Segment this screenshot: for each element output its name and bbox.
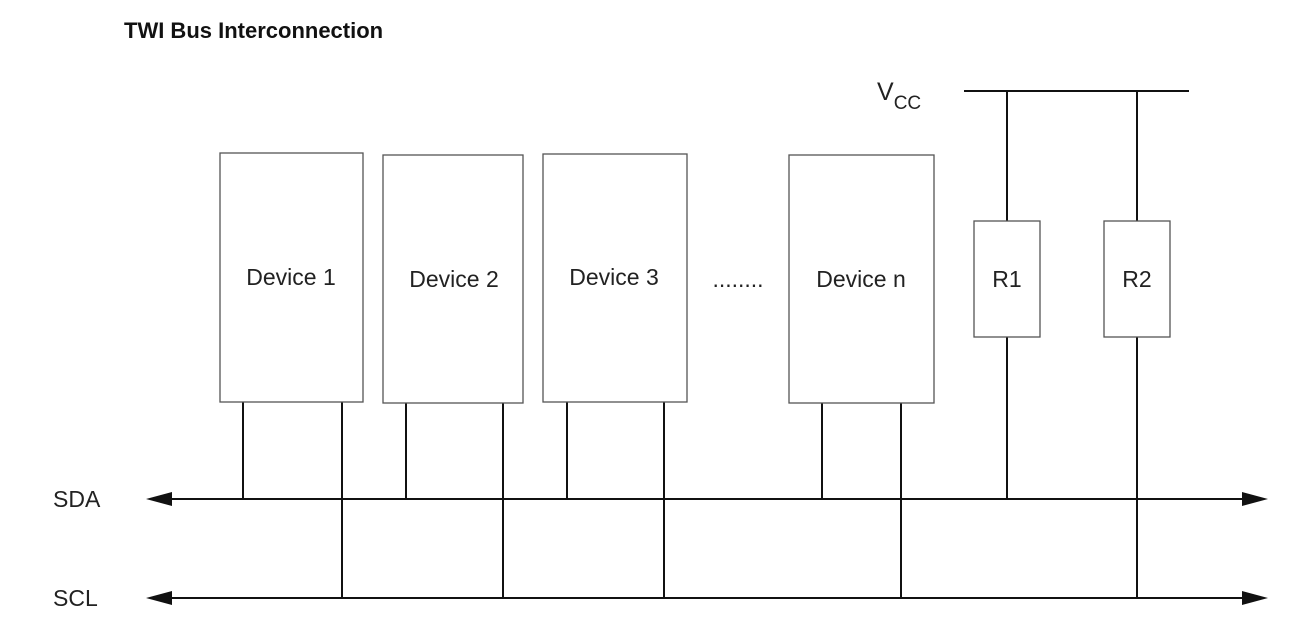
device-1-box (219, 152, 364, 403)
device-2-label: Device 2 (409, 266, 498, 292)
sda-right-arrowhead (1242, 492, 1268, 506)
diagram-title: TWI Bus Interconnection (124, 18, 383, 43)
vcc-main: V (877, 78, 894, 106)
vcc-subscript: CC (894, 93, 921, 114)
device-2-box (382, 154, 524, 404)
r2-label: R2 (1122, 266, 1151, 292)
device-3-box (542, 153, 688, 403)
device-1-label: Device 1 (246, 264, 335, 290)
r1-box (973, 220, 1041, 338)
sda-label: SDA (53, 486, 101, 512)
sda-left-arrowhead (146, 492, 172, 506)
devices-ellipsis: ........ (712, 266, 763, 292)
scl-left-arrowhead (146, 591, 172, 605)
device-n-label: Device n (816, 266, 905, 292)
vcc-label: VCC (877, 78, 921, 114)
r1-label: R1 (992, 266, 1021, 292)
device-3-label: Device 3 (569, 264, 658, 290)
scl-label: SCL (53, 585, 98, 611)
r2-box (1103, 220, 1171, 338)
device-n-box (788, 154, 935, 404)
scl-right-arrowhead (1242, 591, 1268, 605)
